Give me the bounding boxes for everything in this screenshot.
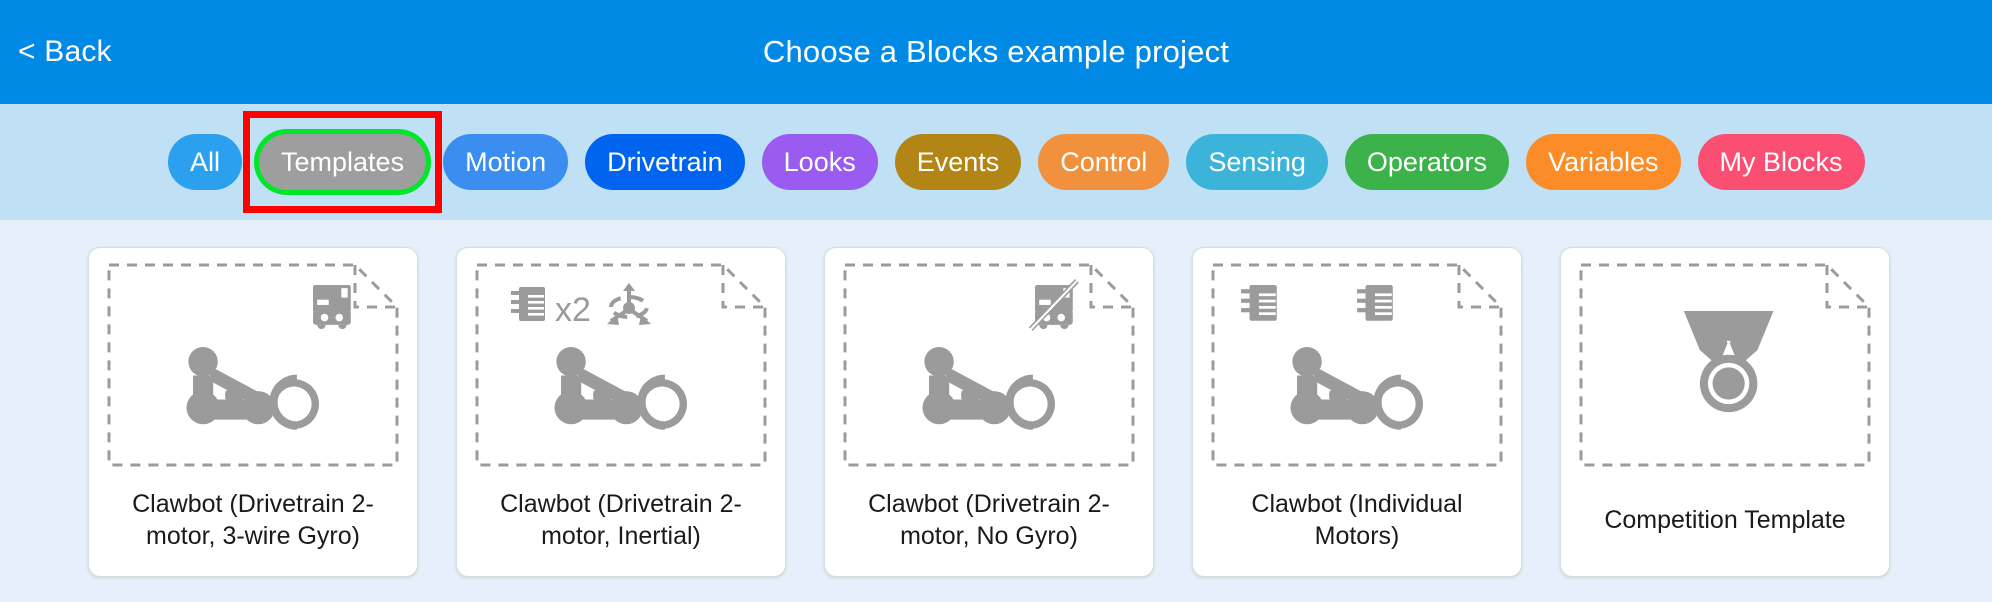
category-pill-sensing[interactable]: Sensing xyxy=(1186,134,1328,190)
project-title: Clawbot (Drivetrain 2-motor, 3-wire Gyro… xyxy=(132,489,374,550)
clawbot-robot-icon xyxy=(554,347,687,430)
project-card[interactable]: Competition Template xyxy=(1560,247,1890,577)
project-thumbnail xyxy=(1207,259,1507,471)
dashed-page-frame xyxy=(1579,263,1871,467)
gyro-sensor-icon xyxy=(313,285,351,330)
category-pill-looks[interactable]: Looks xyxy=(761,134,878,190)
dashed-page-frame xyxy=(107,263,399,467)
project-card[interactable]: Clawbot (Drivetrain 2-motor, 3-wire Gyro… xyxy=(88,247,418,577)
category-pill-control[interactable]: Control xyxy=(1038,134,1170,190)
selected-category-highlight: Templates xyxy=(243,111,443,213)
project-title: Competition Template xyxy=(1604,505,1846,534)
category-pill-motion[interactable]: Motion xyxy=(443,134,569,190)
project-card[interactable]: x2 Clawbot (Drivetrain 2-motor, Inertial… xyxy=(456,247,786,577)
motor-icon xyxy=(1241,285,1277,321)
project-title: Clawbot (Drivetrain 2-motor, No Gyro) xyxy=(868,489,1110,550)
page-title: Choose a Blocks example project xyxy=(762,34,1230,69)
x2-multiplier-label: x2 xyxy=(555,291,591,329)
inertial-sensor-icon xyxy=(607,283,651,325)
clawbot-robot-icon xyxy=(186,347,319,430)
project-thumbnail xyxy=(103,259,403,471)
category-pill-events[interactable]: Events xyxy=(894,134,1022,190)
clawbot-robot-icon xyxy=(1290,347,1423,430)
gyro-sensor-disabled-icon xyxy=(1028,278,1079,331)
project-title: Clawbot (Drivetrain 2-motor, Inertial) xyxy=(500,489,742,550)
page-header: < Back Choose a Blocks example project xyxy=(0,0,1992,104)
category-pill-variables[interactable]: Variables xyxy=(1525,134,1681,190)
project-card[interactable]: Clawbot (Drivetrain 2-motor, No Gyro) xyxy=(824,247,1154,577)
project-thumbnail: x2 xyxy=(471,259,771,471)
dashed-page-frame xyxy=(1211,263,1503,467)
dashed-page-frame xyxy=(843,263,1135,467)
category-filter-bar: All Templates Motion Drivetrain Looks Events C… xyxy=(0,104,1992,220)
project-card-grid: Clawbot (Drivetrain 2-motor, 3-wire Gyro… xyxy=(0,220,1992,577)
category-pill-all[interactable]: All xyxy=(168,134,243,190)
medal-icon xyxy=(1683,311,1774,413)
motor-icon xyxy=(511,287,545,321)
category-pill-operators[interactable]: Operators xyxy=(1344,134,1509,190)
project-thumbnail xyxy=(1575,259,1875,471)
back-button[interactable]: < Back xyxy=(18,35,112,68)
dashed-page-frame xyxy=(475,263,767,467)
project-title: Clawbot (Individual Motors) xyxy=(1251,489,1463,550)
motor-icon xyxy=(1357,285,1393,321)
project-thumbnail xyxy=(839,259,1139,471)
category-pill-templates[interactable]: Templates xyxy=(259,134,427,190)
category-pill-drivetrain[interactable]: Drivetrain xyxy=(585,134,745,190)
project-card[interactable]: Clawbot (Individual Motors) xyxy=(1192,247,1522,577)
category-pill-my-blocks[interactable]: My Blocks xyxy=(1697,134,1865,190)
clawbot-robot-icon xyxy=(922,347,1055,430)
